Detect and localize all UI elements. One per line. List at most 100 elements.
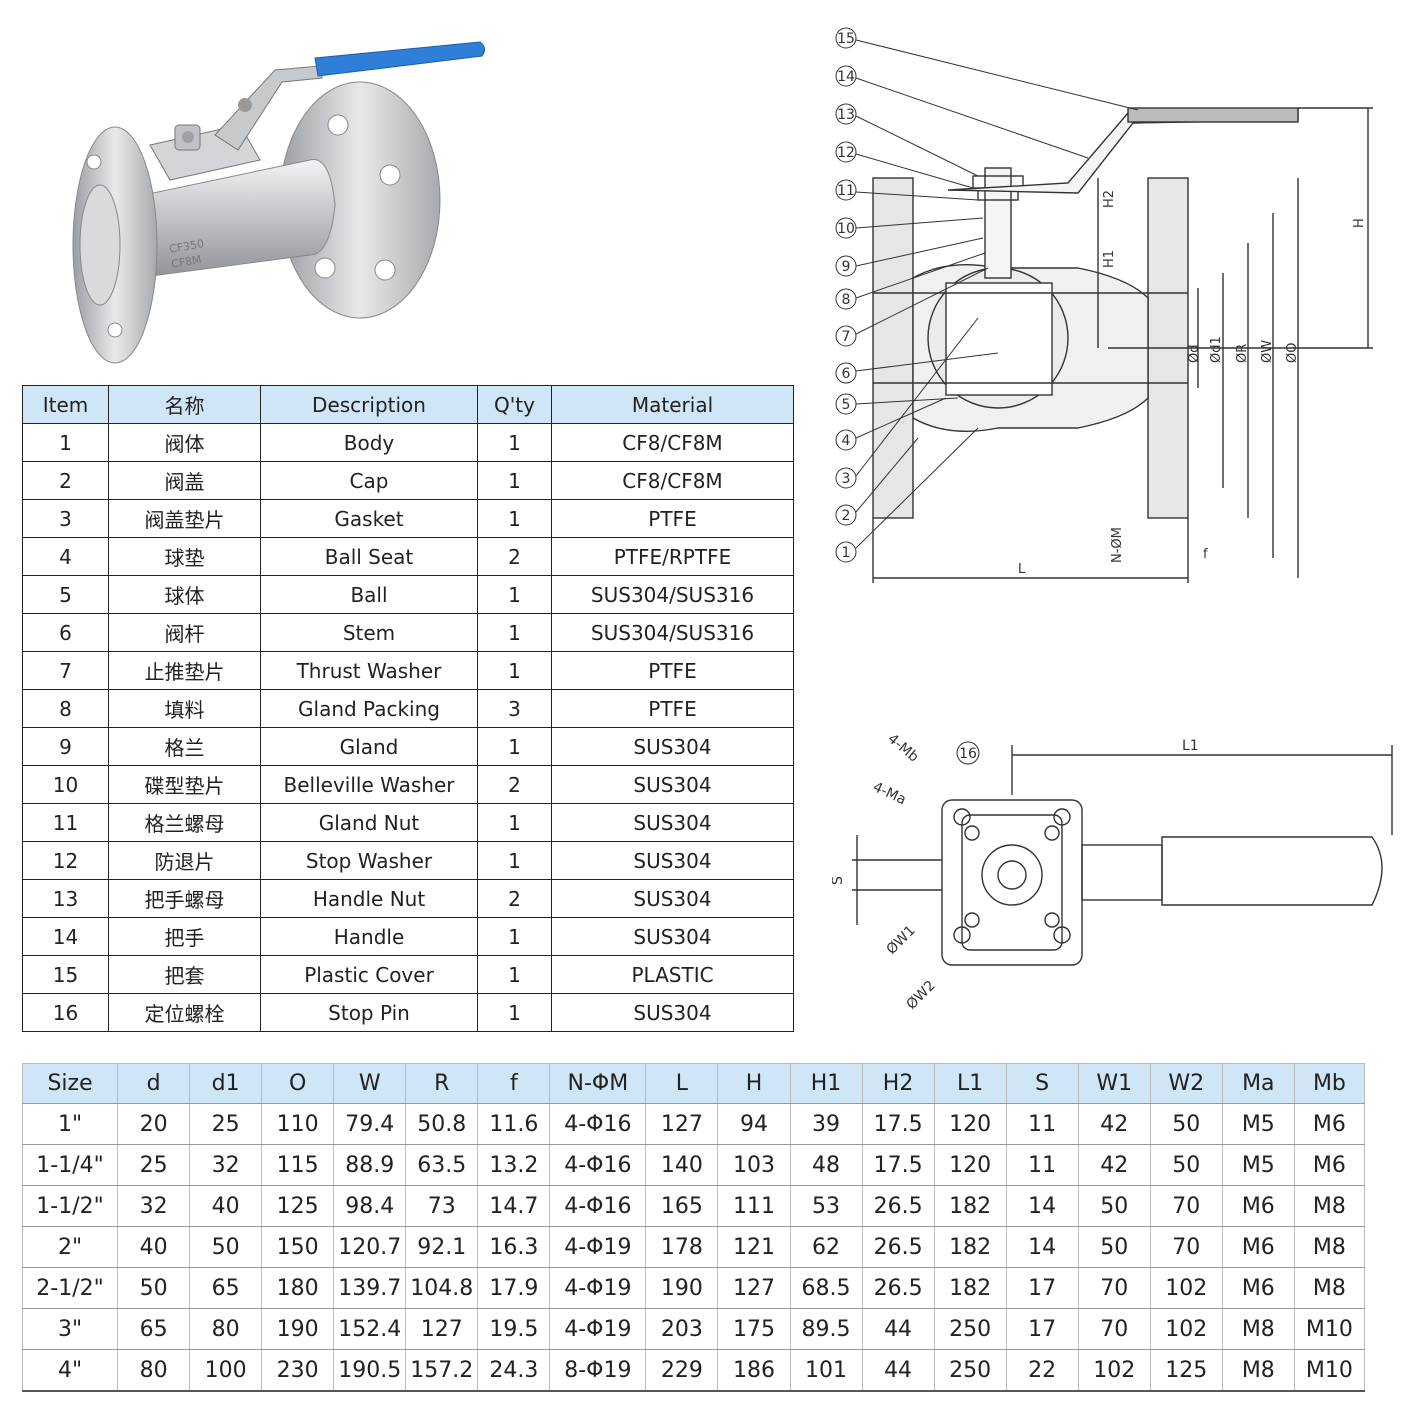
size-cell: 110 xyxy=(261,1103,335,1145)
size-cell: 32 xyxy=(189,1144,263,1186)
cell-name-cn: 阀杆 xyxy=(108,613,261,652)
size-cell: 120.7 xyxy=(333,1226,407,1268)
cell-material: SUS304 xyxy=(551,727,794,766)
cell-qty: 1 xyxy=(477,993,552,1032)
cell-description: Stop Washer xyxy=(260,841,478,880)
cell-material: PTFE xyxy=(551,499,794,538)
size-cell: 80 xyxy=(189,1308,263,1350)
size-cell: 17 xyxy=(1005,1308,1079,1350)
size-cell: 13.2 xyxy=(477,1144,551,1186)
cell-description: Gland Nut xyxy=(260,803,478,842)
col-name-cn: 名称 xyxy=(108,385,261,424)
svg-text:2: 2 xyxy=(842,508,851,524)
size-cell: 11 xyxy=(1005,1103,1079,1145)
size-cell: 40 xyxy=(189,1185,263,1227)
svg-text:11: 11 xyxy=(837,183,855,199)
dim-l1: L1 xyxy=(1182,738,1199,754)
size-cell: 98.4 xyxy=(333,1185,407,1227)
svg-text:12: 12 xyxy=(837,145,855,161)
callout-11: 11 xyxy=(835,179,979,201)
callout-6: 6 xyxy=(835,352,999,384)
col-material: Material xyxy=(551,385,794,424)
parts-header-row: Item 名称 Description Q'ty Material xyxy=(22,385,794,424)
cell-material: CF8/CF8M xyxy=(551,461,794,500)
size-cell: 17 xyxy=(1005,1267,1079,1309)
cell-item: 4 xyxy=(22,537,109,576)
size-cell: 48 xyxy=(789,1144,863,1186)
size-cell: 182 xyxy=(933,1185,1007,1227)
col-qty: Q'ty xyxy=(477,385,552,424)
body-marking-2: CF8M xyxy=(170,253,202,271)
dim-s: S xyxy=(832,876,846,885)
size-cell: 203 xyxy=(645,1308,719,1350)
size-cell: 150 xyxy=(261,1226,335,1268)
size-cell: 50 xyxy=(117,1267,191,1309)
size-cell: 25 xyxy=(117,1144,191,1186)
size-cell: 102 xyxy=(1149,1308,1223,1350)
size-cell: 11.6 xyxy=(477,1103,551,1145)
dim-4ma: 4-Ma xyxy=(870,779,908,808)
size-cell: 65 xyxy=(117,1308,191,1350)
cell-material: SUS304/SUS316 xyxy=(551,575,794,614)
size-cell: 50 xyxy=(189,1226,263,1268)
size-cell: 17.5 xyxy=(861,1103,935,1145)
size-cell: 4-Φ16 xyxy=(549,1103,647,1145)
size-col-header: L1 xyxy=(933,1063,1007,1104)
size-col-header: H xyxy=(717,1063,791,1104)
size-cell: 42 xyxy=(1077,1144,1151,1186)
size-cell: 4-Φ16 xyxy=(549,1185,647,1227)
callout-3: 3 xyxy=(835,317,979,489)
size-cell: 25 xyxy=(189,1103,263,1145)
cell-name-cn: 定位螺栓 xyxy=(108,993,261,1032)
size-cell: M8 xyxy=(1293,1226,1366,1268)
size-cell: 190 xyxy=(261,1308,335,1350)
dim-r: ØR xyxy=(1235,344,1250,363)
cell-name-cn: 球体 xyxy=(108,575,261,614)
callout-list: 15 14 13 12 11 10 9 8 7 6 5 4 3 2 1 xyxy=(835,27,1139,563)
size-cell: 50 xyxy=(1077,1226,1151,1268)
svg-text:7: 7 xyxy=(842,329,851,345)
cell-qty: 1 xyxy=(477,461,552,500)
cell-material: PTFE/RPTFE xyxy=(551,537,794,576)
cell-description: Gland Packing xyxy=(260,689,478,728)
cell-material: SUS304 xyxy=(551,917,794,956)
size-cell: M6 xyxy=(1293,1103,1366,1145)
size-cell: 152.4 xyxy=(333,1308,407,1350)
cell-name-cn: 把套 xyxy=(108,955,261,994)
cell-item: 14 xyxy=(22,917,109,956)
cell-description: Body xyxy=(260,423,478,462)
size-cell: 4-Φ16 xyxy=(549,1144,647,1186)
size-col-header: N-ΦM xyxy=(549,1063,647,1104)
svg-text:13: 13 xyxy=(837,107,855,123)
dim-h1: H1 xyxy=(1102,250,1117,268)
size-cell: 14 xyxy=(1005,1226,1079,1268)
size-col-header: W xyxy=(333,1063,407,1104)
cell-description: Ball Seat xyxy=(260,537,478,576)
size-cell: 127 xyxy=(645,1103,719,1145)
cell-item: 8 xyxy=(22,689,109,728)
cell-material: CF8/CF8M xyxy=(551,423,794,462)
size-cell: 186 xyxy=(717,1349,791,1392)
size-col-header: d1 xyxy=(189,1063,263,1104)
handle-grip xyxy=(314,41,486,77)
cell-name-cn: 格兰螺母 xyxy=(108,803,261,842)
size-cell: 229 xyxy=(645,1349,719,1392)
svg-text:15: 15 xyxy=(837,31,855,47)
cell-description: Thrust Washer xyxy=(260,651,478,690)
size-cell: 88.9 xyxy=(333,1144,407,1186)
handle-lever xyxy=(214,65,323,151)
size-cell: M6 xyxy=(1221,1267,1295,1309)
size-cell: 65 xyxy=(189,1267,263,1309)
cell-qty: 1 xyxy=(477,955,552,994)
cell-material: SUS304/SUS316 xyxy=(551,613,794,652)
size-cell: 26.5 xyxy=(861,1185,935,1227)
size-cell: 70 xyxy=(1077,1308,1151,1350)
cell-description: Stem xyxy=(260,613,478,652)
cell-qty: 1 xyxy=(477,917,552,956)
